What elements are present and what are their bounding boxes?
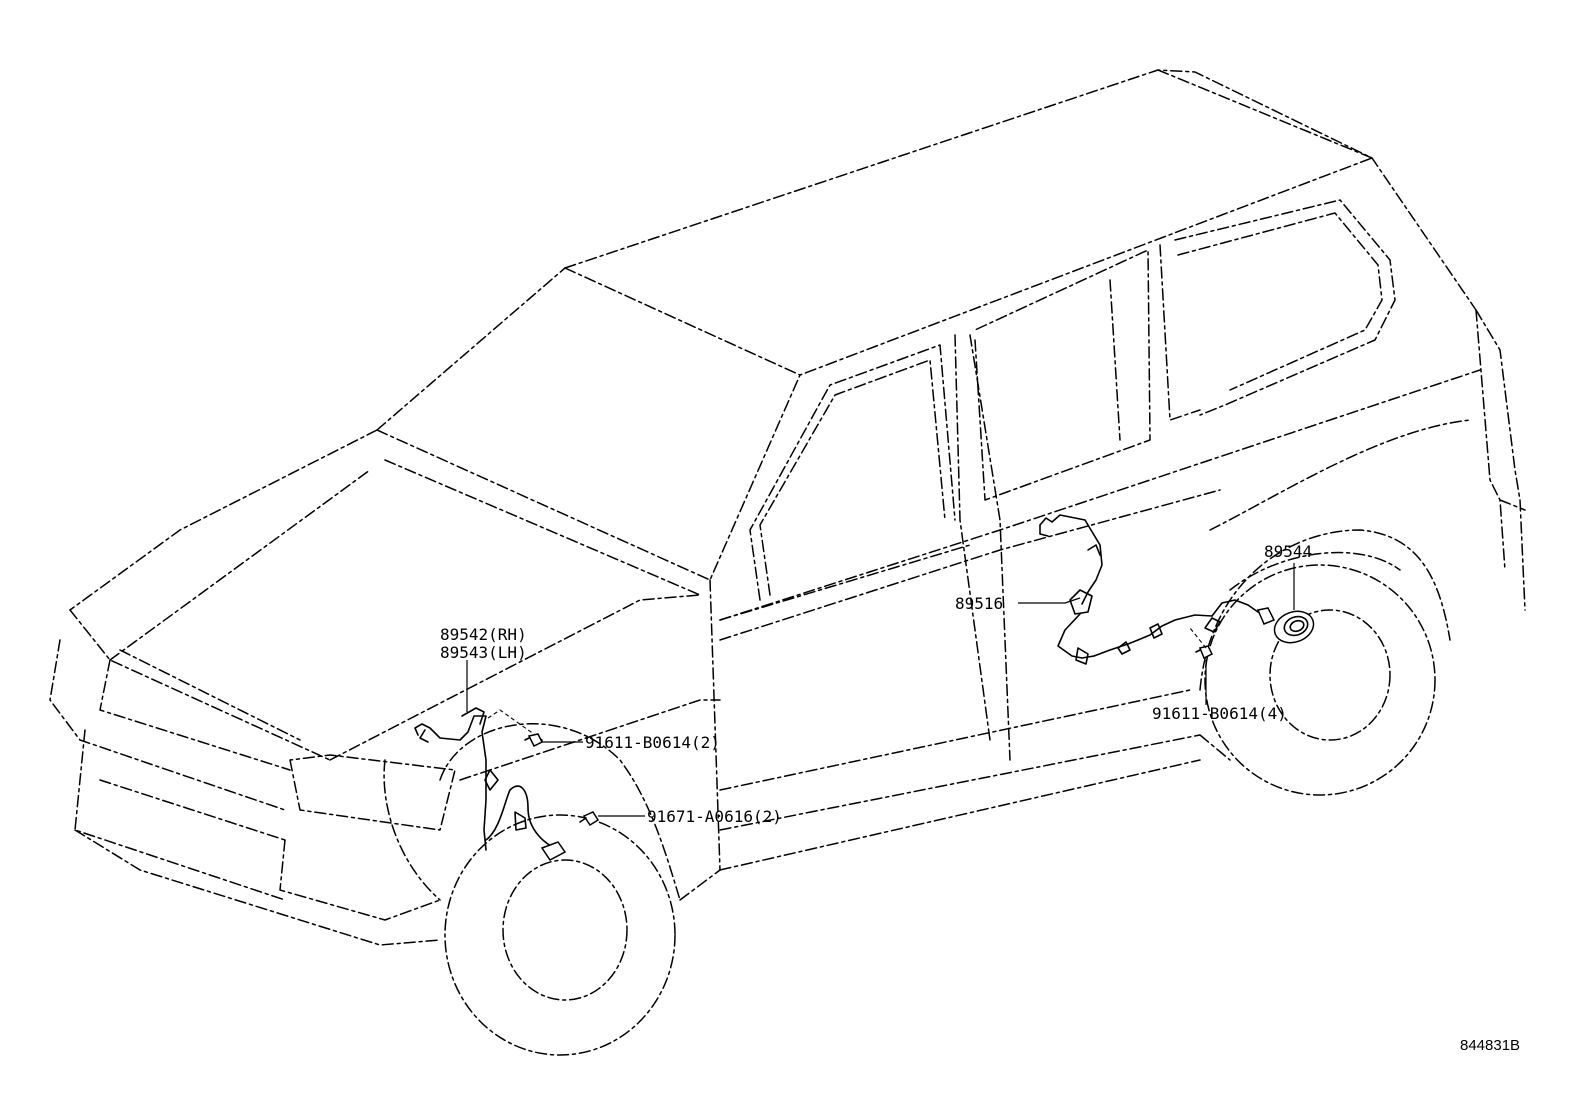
rear-speed-sensor [1039, 514, 1276, 665]
leader-front-sensor-bracket [487, 709, 546, 743]
rotor [1273, 610, 1315, 644]
label-bolt-front: 91671-A0616(2) [647, 807, 782, 826]
clip-front [524, 733, 544, 748]
front-speed-sensor [414, 707, 567, 861]
bolt-front [579, 811, 600, 827]
label-clip-front: 91611-B0614(2) [585, 733, 720, 752]
leader-clip-rear-dash [1189, 627, 1207, 649]
label-clip-rear: 91611-B0614(4) [1152, 704, 1287, 723]
drawing-number: 844831B [1460, 1037, 1520, 1054]
clip-rear [1195, 645, 1214, 660]
label-front-sensor-rh: 89542(RH) [440, 625, 527, 644]
label-rear-sensor: 89516 [955, 594, 1003, 613]
leader-rear-sensor [1018, 597, 1081, 604]
vehicle-outline [49, 69, 1526, 1056]
label-front-sensor-lh: 89543(LH) [440, 643, 527, 662]
label-rotor: 89544 [1264, 542, 1312, 561]
